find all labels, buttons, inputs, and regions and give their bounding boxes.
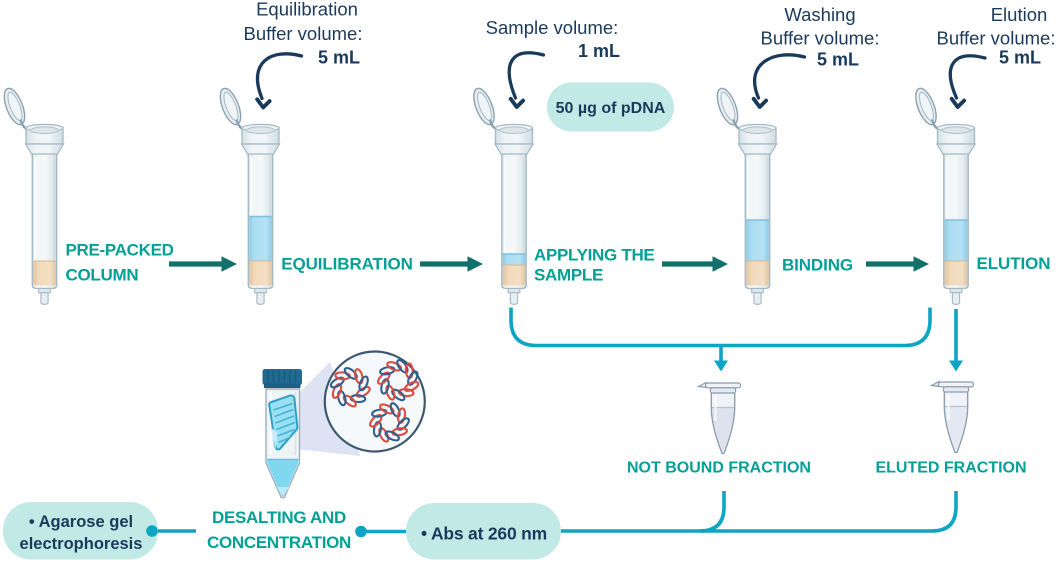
svg-text:5 mL: 5 mL [999,48,1041,68]
svg-text:Elution: Elution [991,4,1048,25]
svg-text:Sample volume:: Sample volume: [486,17,619,38]
svg-text:NOT BOUND FRACTION: NOT BOUND FRACTION [627,460,811,477]
svg-text:ELUTED FRACTION: ELUTED FRACTION [875,460,1026,477]
svg-text:Equilibration: Equilibration [256,0,358,20]
svg-text:Buffer volume:: Buffer volume: [937,28,1056,49]
svg-text:• Agarose gel: • Agarose gel [29,513,133,531]
svg-text:1 mL: 1 mL [578,41,620,61]
svg-text:DESALTING AND: DESALTING AND [212,508,346,527]
svg-text:APPLYING THE: APPLYING THE [534,246,654,265]
svg-text:CONCENTRATION: CONCENTRATION [207,533,351,552]
svg-text:5 mL: 5 mL [318,48,360,68]
svg-text:Buffer volume:: Buffer volume: [761,28,880,49]
svg-text:BINDING: BINDING [782,256,853,275]
svg-text:Washing: Washing [784,4,855,25]
svg-text:SAMPLE: SAMPLE [534,266,603,285]
svg-text:electrophoresis: electrophoresis [20,535,143,553]
svg-text:ELUTION: ELUTION [977,254,1051,273]
svg-text:PRE-PACKED: PRE-PACKED [66,241,174,260]
svg-text:EQUILIBRATION: EQUILIBRATION [281,255,413,274]
svg-text:COLUMN: COLUMN [66,266,139,285]
svg-text:Buffer volume:: Buffer volume: [244,23,363,44]
svg-text:5 mL: 5 mL [817,50,859,70]
svg-text:• Abs at 260 nm: • Abs at 260 nm [421,524,547,544]
svg-text:50 µg of pDNA: 50 µg of pDNA [556,100,666,117]
